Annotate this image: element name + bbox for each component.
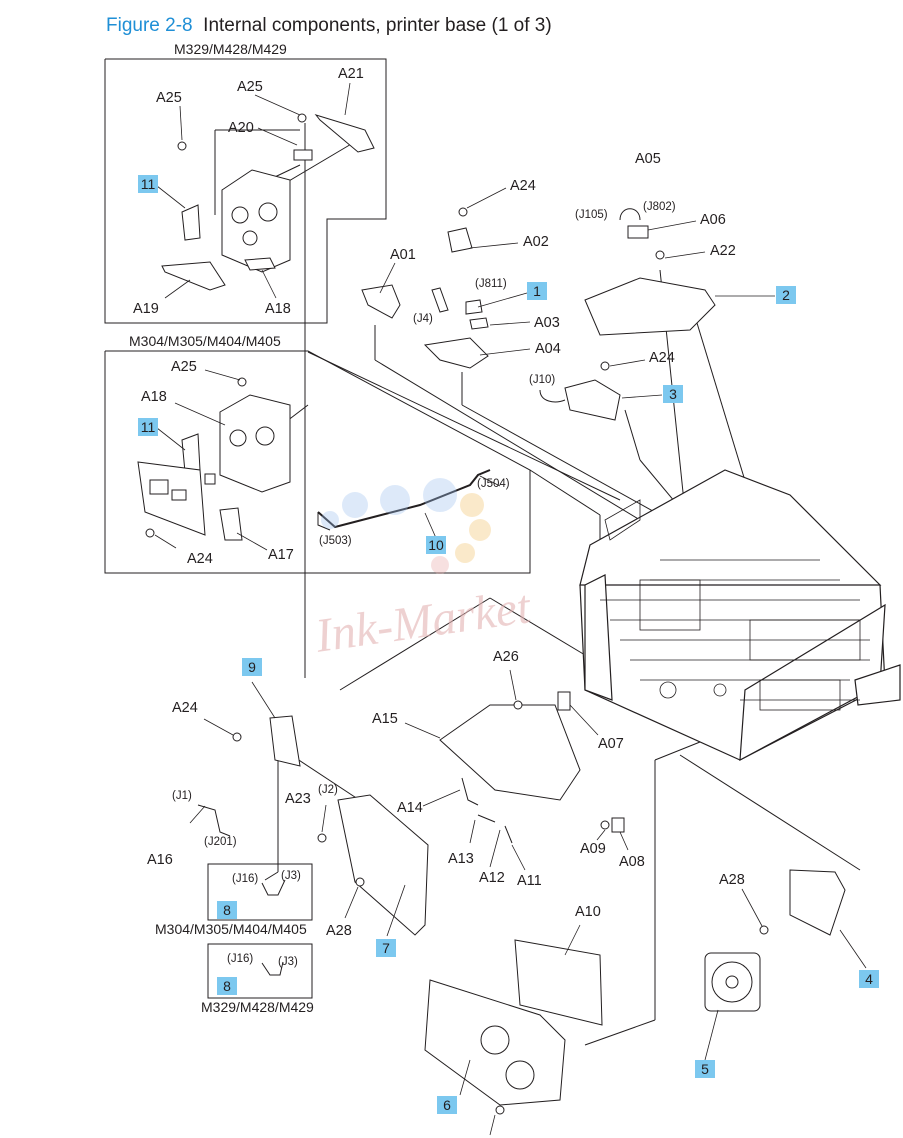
label-a02: A02 bbox=[523, 234, 549, 250]
label-a14: A14 bbox=[397, 800, 423, 816]
cable-10 bbox=[317, 469, 491, 529]
label-a24: A24 bbox=[172, 700, 198, 716]
label-a10: A10 bbox=[575, 904, 601, 920]
label-a21: A21 bbox=[338, 66, 364, 82]
label-a22: A22 bbox=[710, 243, 736, 259]
label-a17: A17 bbox=[268, 547, 294, 563]
figure-caption: Internal components, printer base (1 of … bbox=[203, 15, 552, 36]
label-a25: A25 bbox=[171, 359, 197, 375]
label-a19: A19 bbox=[133, 301, 159, 317]
conn-j802: (J802) bbox=[643, 201, 676, 213]
figure-number: Figure 2-8 bbox=[106, 15, 193, 36]
figure-title: Figure 2-8 Internal components, printer … bbox=[106, 15, 552, 37]
conn-j811: (J811) bbox=[475, 278, 507, 290]
callout-4: 4 bbox=[859, 970, 879, 988]
callout-6: 6 bbox=[437, 1096, 457, 1114]
label-a28: A28 bbox=[326, 923, 352, 939]
callout-10: 10 bbox=[426, 536, 446, 554]
label-a08: A08 bbox=[619, 854, 645, 870]
label-a15: A15 bbox=[372, 711, 398, 727]
conn-j504: (J504) bbox=[477, 478, 510, 490]
callout-9: 9 bbox=[242, 658, 262, 676]
j16-box-b-model: M329/M428/M429 bbox=[201, 999, 314, 1015]
callout-8: 8 bbox=[217, 977, 237, 995]
conn-j16: (J16) bbox=[232, 873, 259, 885]
label-a03: A03 bbox=[534, 315, 560, 331]
label-a06: A06 bbox=[700, 212, 726, 228]
label-a12: A12 bbox=[479, 870, 505, 886]
j16-box-a-model: M304/M305/M404/M405 bbox=[155, 921, 307, 937]
callout-11: 11 bbox=[138, 418, 158, 436]
label-a24: A24 bbox=[187, 551, 213, 567]
label-a04: A04 bbox=[535, 341, 561, 357]
printer-chassis bbox=[579, 469, 901, 762]
conn-j16: (J16) bbox=[227, 953, 254, 965]
conn-j4: (J4) bbox=[413, 313, 433, 325]
label-a25: A25 bbox=[237, 79, 263, 95]
j16-box-a bbox=[207, 863, 313, 921]
callout-1: 1 bbox=[527, 282, 547, 300]
conn-j1: (J1) bbox=[172, 790, 192, 802]
part-3 bbox=[564, 379, 621, 421]
callout-5: 5 bbox=[695, 1060, 715, 1078]
label-a24: A24 bbox=[649, 350, 675, 366]
drive-plate-mid bbox=[219, 394, 291, 493]
label-a28: A28 bbox=[719, 872, 745, 888]
conn-j503: (J503) bbox=[319, 535, 352, 547]
conn-j105: (J105) bbox=[575, 209, 608, 221]
label-a26: A26 bbox=[493, 649, 519, 665]
label-a01: A01 bbox=[390, 247, 416, 263]
laser-scanner bbox=[584, 277, 716, 336]
callout-3: 3 bbox=[663, 385, 683, 403]
conn-j10: (J10) bbox=[529, 374, 556, 386]
conn-j2: (J2) bbox=[318, 784, 338, 796]
box-mid-model: M304/M305/M404/M405 bbox=[129, 333, 281, 349]
formatter-7 bbox=[337, 794, 429, 936]
callout-2: 2 bbox=[776, 286, 796, 304]
a04-part bbox=[423, 337, 489, 369]
conn-j3: (J3) bbox=[281, 870, 301, 882]
inset-box-mid bbox=[104, 350, 531, 574]
label-a09: A09 bbox=[580, 841, 606, 857]
box-top-model: M329/M428/M429 bbox=[174, 41, 287, 57]
label-a25: A25 bbox=[156, 90, 182, 106]
watermark-logo bbox=[321, 478, 491, 574]
label-a11: A11 bbox=[517, 873, 542, 889]
label-a18: A18 bbox=[265, 301, 291, 317]
fan-duct-4 bbox=[789, 869, 846, 936]
callout-11: 11 bbox=[138, 175, 158, 193]
j16-box-b bbox=[207, 943, 313, 999]
label-a13: A13 bbox=[448, 851, 474, 867]
conn-j201: (J201) bbox=[204, 836, 237, 848]
label-a23: A23 bbox=[285, 791, 311, 807]
label-a18: A18 bbox=[141, 389, 167, 405]
label-a07: A07 bbox=[598, 736, 624, 752]
label-a20: A20 bbox=[228, 120, 254, 136]
shield-a10 bbox=[514, 939, 603, 1026]
pca-9 bbox=[269, 715, 301, 767]
callout-7: 7 bbox=[376, 939, 396, 957]
label-a05: A05 bbox=[635, 151, 661, 167]
conn-j3: (J3) bbox=[278, 956, 298, 968]
label-a16: A16 bbox=[147, 852, 173, 868]
inset-box-top bbox=[104, 58, 387, 324]
label-a24: A24 bbox=[510, 178, 536, 194]
drive-plate-top bbox=[221, 169, 291, 273]
callout-8: 8 bbox=[217, 901, 237, 919]
